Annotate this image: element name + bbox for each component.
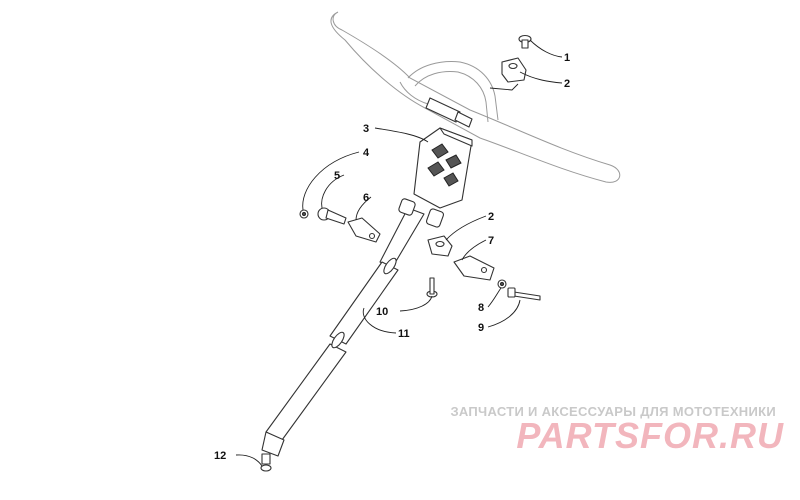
watermark-subtitle: ЗАПЧАСТИ И АКСЕССУАРЫ ДЛЯ МОТОТЕХНИКИ [450,404,776,419]
callout-9: 9 [478,322,484,334]
riser-block-part-3 [413,127,473,209]
bolt-part-10 [426,277,438,298]
watermark: ЗАПЧАСТИ И АКСЕССУАРЫ ДЛЯ МОТОТЕХНИКИ PA… [450,404,784,456]
callout-12: 12 [214,450,226,462]
steering-arm-part-6 [347,217,381,243]
steering-post-upper [379,198,445,269]
callout-10: 10 [376,306,388,318]
callout-11: 11 [398,328,410,340]
clamp-part-2-lower [427,235,453,257]
steering-post-part-11 [265,257,399,441]
callout-5: 5 [334,170,340,182]
callout-6: 6 [363,192,369,204]
nut-part-4 [299,209,309,219]
callout-4: 4 [363,147,370,159]
screw-part-1 [518,34,532,49]
handlebar [330,11,621,183]
lower-fitting-part-12 [260,431,285,472]
callout-8: 8 [478,302,484,314]
nut-part-8 [497,279,507,289]
bolt-part-9 [507,287,541,301]
callout-labels: 1 2 3 4 5 6 2 7 8 9 10 11 12 [214,52,570,462]
tie-rod-end-part-5 [317,207,347,225]
watermark-logo: PARTSFOR.RU [516,415,784,456]
leader-lines [235,39,563,467]
callout-2-upper: 2 [564,78,570,90]
callout-1: 1 [564,52,570,64]
callout-3: 3 [363,123,369,135]
steering-arm-part-7 [453,255,495,281]
clamp-part-2-upper [501,57,527,83]
callout-2-lower: 2 [488,211,494,223]
callout-7: 7 [488,235,494,247]
